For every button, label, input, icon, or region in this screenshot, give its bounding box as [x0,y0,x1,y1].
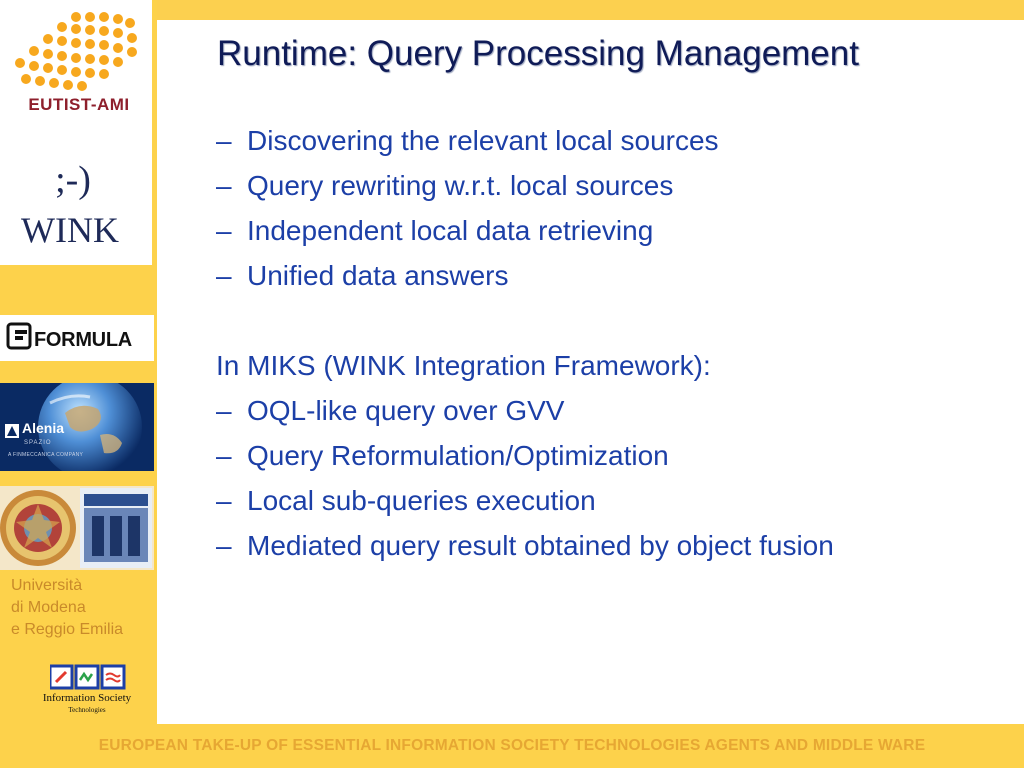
slide-title: Runtime: Query Processing Management [217,34,859,73]
alenia-logo-text: Alenia [22,420,65,436]
eutist-ami-dots-logo [15,12,137,91]
formula-logo-text: FORMULA [34,329,132,351]
university-line: e Reggio Emilia [11,621,124,638]
footer-band [0,724,1024,768]
wink-smiley: ;-) [55,159,91,201]
bullet-dash: – [216,440,232,471]
bullet-dash: – [216,395,232,426]
bullet-text: Discovering the relevant local sources [247,125,719,156]
spacer [216,298,1006,343]
bullet-item: –Local sub-queries execution [216,478,1006,523]
alenia-spazio-logo [0,383,154,471]
bullet-text: Mediated query result obtained by object… [247,530,834,561]
top-yellow-band [157,0,1024,20]
bullet-text: Local sub-queries execution [247,485,596,516]
wink-logo-text: WINK [21,210,119,250]
university-line: di Modena [11,599,86,616]
earth-globe-icon [38,383,142,471]
bullet-item: –OQL-like query over GVV [216,388,1006,433]
bullet-text: Query rewriting w.r.t. local sources [247,170,674,201]
bullet-dash: – [216,485,232,516]
alenia-company-text: A FINMECCANICA COMPANY [8,452,84,458]
bullet-item: –Discovering the relevant local sources [216,118,1006,163]
university-name: Università di Modena e Reggio Emilia [11,575,123,641]
bullet-text: Query Reformulation/Optimization [247,440,669,471]
ist-subline: Technologies [68,706,106,714]
alenia-mark-icon [5,424,19,438]
bullet-item: –Mediated query result obtained by objec… [216,523,1006,568]
bullet-text: Unified data answers [247,260,509,291]
bullet-dash: – [216,170,232,201]
alenia-spazio-text: SPAZIO [24,440,52,446]
section-heading: In MIKS (WINK Integration Framework): [216,350,711,381]
ist-logo-text: Information Society Technologies [22,692,152,716]
bullet-text: OQL-like query over GVV [247,395,565,426]
formula-mark-icon [6,322,32,350]
university-line: Università [11,577,83,594]
bullet-item: –Query rewriting w.r.t. local sources [216,163,1006,208]
ist-line: Information Society [42,692,132,704]
bullet-dash: – [216,530,232,561]
bullet-item: –Unified data answers [216,253,1006,298]
eutist-ami-logo-text: EUTIST-AMI [28,95,130,114]
footer-text: EUROPEAN TAKE-UP OF ESSENTIAL INFORMATIO… [98,737,926,754]
bullet-dash: – [216,125,232,156]
university-seals-image [0,486,154,570]
bullet-item: –Independent local data retrieving [216,208,1006,253]
bullet-text: Independent local data retrieving [247,215,654,246]
ist-logo-icon [50,664,126,690]
slide-body: –Discovering the relevant local sources … [216,118,1006,568]
bullet-dash: – [216,215,232,246]
bullet-dash: – [216,260,232,291]
bullet-item: –Query Reformulation/Optimization [216,433,1006,478]
